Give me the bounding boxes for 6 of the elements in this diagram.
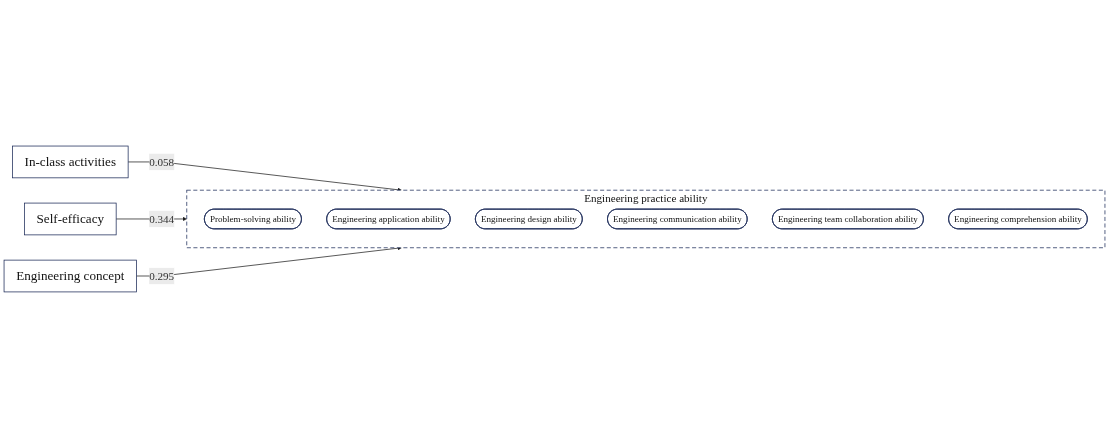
- edge-label: 0.344: [149, 212, 175, 226]
- node-box: Self-efficacy: [24, 202, 117, 236]
- node-box: Engineering concept: [3, 259, 137, 293]
- node-box: In-class activities: [12, 145, 129, 179]
- edge-label: 0.295: [149, 269, 175, 283]
- edge-label: 0.058: [149, 155, 175, 169]
